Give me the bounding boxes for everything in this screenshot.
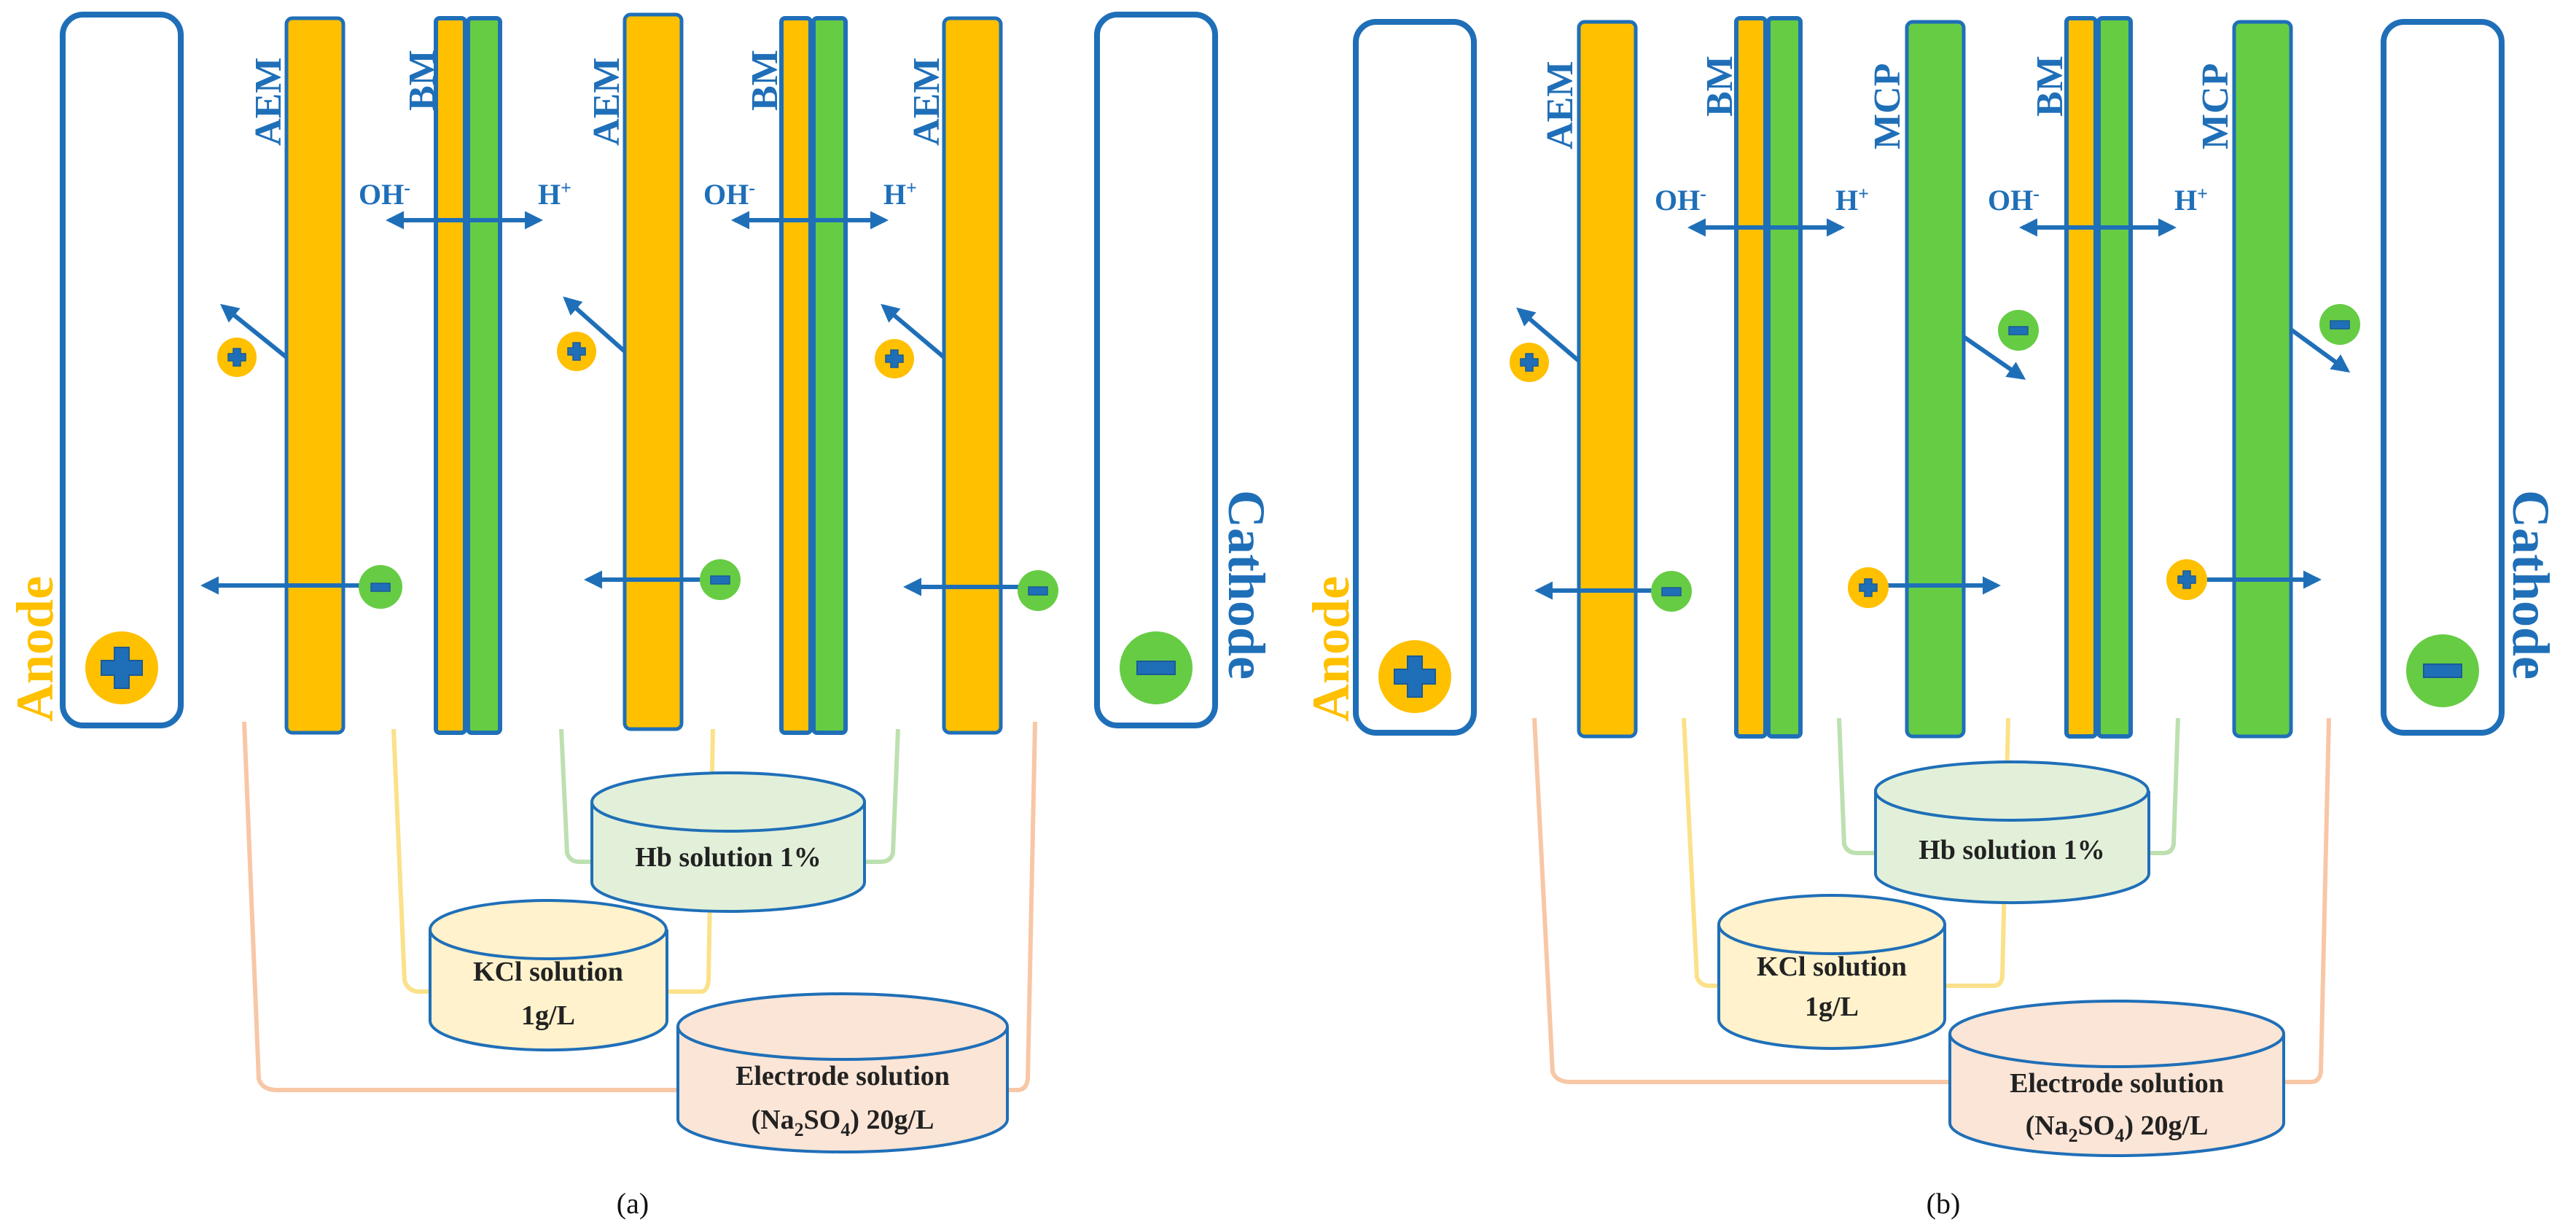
kcl-solution-label: KCl solution [1757, 951, 1907, 982]
kcl-pipe [1682, 717, 2010, 988]
minus-icon [2423, 663, 2462, 678]
membrane-label-2: BM [1699, 55, 1741, 117]
kcl-pipe [391, 728, 715, 994]
cation-transport-1 [1848, 567, 2002, 608]
anion-transport-1 [1534, 571, 1692, 612]
membrane-label-1: AEM [248, 58, 289, 146]
cation-transport-2 [2166, 559, 2322, 600]
hb-pipe [1837, 717, 2180, 855]
membrane-label-3: MCP [1867, 63, 1908, 149]
anion-transport-1 [200, 565, 402, 609]
cation-rejection-2 [557, 296, 626, 371]
membrane-label-4: BM [2029, 55, 2071, 117]
oh-label: OH- [359, 177, 410, 211]
kcl-concentration-label: 1g/L [521, 1000, 575, 1031]
hb-pipe [559, 728, 900, 864]
membrane-label-5: AEM [906, 58, 948, 146]
bm-membrane-green-1 [466, 16, 502, 735]
bm-membrane-yellow-1 [1734, 16, 1768, 739]
bm-membrane-yellow-1 [434, 16, 467, 735]
membrane-label-5: MCP [2195, 63, 2236, 149]
panel-label-a: (a) [617, 1187, 649, 1220]
membrane-label-4: BM [744, 50, 786, 111]
bm-membrane-green-2 [2096, 16, 2133, 739]
anion-transport-2 [583, 559, 741, 600]
cathode-label: Cathode [1217, 490, 1276, 680]
anion-rejection-2 [2290, 304, 2360, 373]
electrode-solution-label: Electrode solution [735, 1061, 950, 1091]
oh-label: OH- [703, 177, 755, 211]
bm-membrane-green-2 [811, 16, 848, 735]
anion-rejection-1 [1962, 310, 2039, 380]
hb-solution-tank: Hb solution 1% [1874, 760, 2150, 905]
membrane-label-3: AEM [586, 58, 628, 146]
anode-electrode [1353, 19, 1477, 736]
electrode-pipe [242, 721, 1037, 1092]
membrane-label-1: AEM [1539, 61, 1581, 149]
electrode-solution-label: Electrode solution [2010, 1068, 2224, 1099]
anode-label: Anode [1302, 576, 1360, 722]
kcl-concentration-label: 1g/L [1805, 992, 1859, 1022]
kcl-solution-tank: KCl solution 1g/L [1717, 894, 1946, 1050]
hb-solution-label: Hb solution 1% [1919, 835, 2105, 865]
cation-rejection-3 [875, 303, 945, 378]
electrode-concentration-label: (Na2SO4) 20g/L [2026, 1110, 2209, 1146]
electrode-concentration-label: (Na2SO4) 20g/L [752, 1105, 934, 1140]
mcp-membrane-1 [1905, 20, 1966, 739]
plus-icon [1394, 655, 1436, 698]
panel-label-b: (b) [1927, 1187, 1961, 1220]
h-label: H+ [1835, 183, 1869, 217]
minus-icon [1136, 661, 1176, 675]
hb-solution-label: Hb solution 1% [635, 842, 821, 873]
panel-b: Anode Cathode AEM BM MCP BM MCP OH- H+ O… [1302, 16, 2560, 1220]
membrane-label-2: BM [402, 50, 443, 111]
aem-membrane-1 [1577, 20, 1638, 739]
anode-electrode [60, 12, 184, 728]
panel-a: Anode Cathode AEM BM AEM BM AEM OH- H+ O… [6, 12, 1276, 1220]
kcl-solution-label: KCl solution [473, 957, 623, 987]
cation-rejection-1 [217, 303, 288, 377]
kcl-solution-tank: KCl solution 1g/L [429, 899, 668, 1052]
anode-label: Anode [6, 576, 64, 722]
electrode-pipe [1532, 717, 2331, 1084]
hb-solution-tank: Hb solution 1% [590, 771, 866, 913]
cathode-label: Cathode [2502, 490, 2560, 680]
h-label: H+ [883, 177, 917, 211]
electrode-solution-tank: Electrode solution (Na2SO4) 20g/L [676, 992, 1009, 1153]
aem-membrane-1 [284, 16, 346, 735]
bm-membrane-yellow-2 [779, 16, 813, 735]
cathode-electrode [1094, 12, 1218, 728]
anion-transport-3 [902, 570, 1058, 611]
cathode-electrode [2381, 19, 2505, 736]
aem-membrane-2 [622, 12, 684, 731]
plus-icon [101, 647, 143, 689]
electrode-solution-tank: Electrode solution (Na2SO4) 20g/L [1948, 1000, 2285, 1157]
bm-membrane-yellow-2 [2064, 16, 2098, 739]
h-label: H+ [2174, 183, 2208, 217]
cation-rejection-1 [1510, 307, 1580, 382]
oh-label: OH- [1655, 183, 1706, 217]
h-label: H+ [538, 177, 571, 211]
bm-membrane-green-1 [1766, 16, 1803, 739]
oh-label: OH- [1988, 183, 2040, 217]
aem-membrane-3 [942, 16, 1003, 735]
mcp-membrane-2 [2232, 20, 2293, 739]
